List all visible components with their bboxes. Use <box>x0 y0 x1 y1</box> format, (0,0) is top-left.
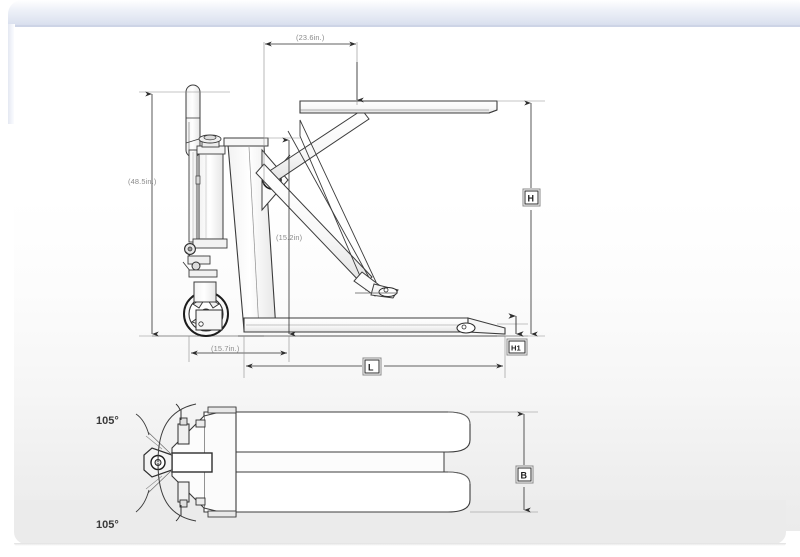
dimension-left-vertical: (48.5in.) <box>128 91 230 337</box>
angle-label-upper: 105° <box>96 415 119 427</box>
handle-assembly <box>185 84 201 243</box>
footer-shadow <box>14 543 786 546</box>
angle-annotation-upper: 105° <box>96 403 197 463</box>
window-header-bar <box>8 0 800 26</box>
dimension-bottom-left-horizontal: (15.7in.) <box>188 336 290 362</box>
lift-platform <box>299 100 498 114</box>
header-divider <box>8 25 800 27</box>
angle-label-lower: 105° <box>96 519 119 531</box>
dimension-label-width: B <box>521 471 528 481</box>
dimension-label-left-vertical: (48.5in.) <box>128 177 156 186</box>
pump-cylinder-assembly <box>185 134 226 240</box>
dimension-label-height-lowered: H1 <box>511 344 521 353</box>
dimension-label-height: H <box>528 194 535 204</box>
fork-chassis <box>238 317 506 337</box>
dimension-symbol-height: H <box>497 100 545 337</box>
steer-assembly-plan <box>143 403 206 522</box>
dimension-middle-vertical: (15.2in) <box>264 137 302 337</box>
chassis-body-plan <box>171 406 237 518</box>
dimension-top-horizontal: (23.6in.) <box>263 33 364 184</box>
dimension-label-top-horizontal: (23.6in.) <box>296 33 324 42</box>
left-rail-decoration <box>8 24 15 124</box>
dimension-symbol-length: L <box>243 336 506 378</box>
pump-linkage <box>182 238 228 278</box>
side-elevation-view <box>152 84 520 337</box>
dimension-label-middle-vertical: (15.2in) <box>276 233 302 242</box>
scissor-foot-roller <box>353 271 399 299</box>
scissor-arms <box>255 109 377 291</box>
steer-wheel <box>183 281 229 337</box>
dimension-symbol-height-lowered: H1 <box>497 313 528 356</box>
fork-lower <box>203 471 471 513</box>
dimension-symbol-width: B <box>470 411 538 513</box>
fork-center-web <box>203 451 445 473</box>
plan-view: 105° 105° B <box>96 403 538 531</box>
fork-upper <box>203 411 471 453</box>
dimension-label-bottom-left: (15.7in.) <box>211 344 239 353</box>
angle-annotation-lower: 105° <box>96 462 197 531</box>
dimension-label-length: L <box>368 363 374 373</box>
